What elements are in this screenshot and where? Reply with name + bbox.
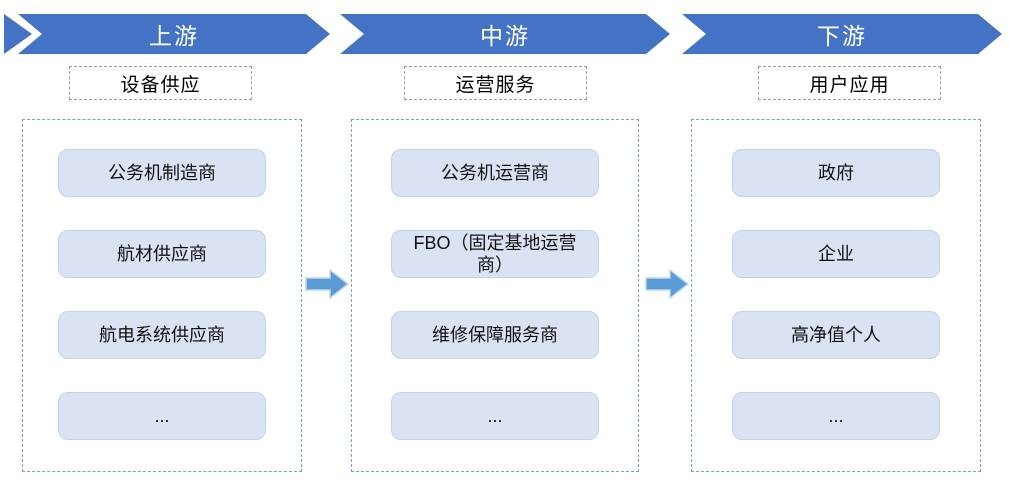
item-box: 政府	[732, 149, 940, 197]
category-label-midstream-text: 运营服务	[455, 74, 536, 96]
item-label: FBO（固定基地运营商）	[413, 233, 577, 275]
item-box: 公务机制造商	[58, 149, 266, 197]
item-box: ...	[391, 392, 599, 440]
item-box: ...	[58, 392, 266, 440]
item-label: ...	[828, 406, 844, 426]
item-box: ...	[732, 392, 940, 440]
item-label: 企业	[818, 244, 854, 264]
banner-upstream-label: 上游	[149, 23, 199, 49]
midstream-items-container: 公务机运营商 FBO（固定基地运营商） 维修保障服务商 ...	[351, 119, 639, 472]
item-label: 维修保障服务商	[432, 325, 558, 345]
item-label: ...	[154, 406, 170, 426]
item-box: 维修保障服务商	[391, 311, 599, 359]
banner-midstream: 中游	[340, 14, 670, 54]
item-label: 政府	[818, 163, 854, 183]
item-box: FBO（固定基地运营商）	[391, 230, 599, 278]
item-box: 公务机运营商	[391, 149, 599, 197]
item-box: 航电系统供应商	[58, 311, 266, 359]
item-box: 企业	[732, 230, 940, 278]
category-label-upstream-text: 设备供应	[120, 74, 201, 96]
item-label: 高净值个人	[791, 325, 881, 345]
banner-midstream-label: 中游	[480, 23, 530, 49]
banner-upstream: 上游	[18, 14, 330, 54]
banner-downstream: 下游	[682, 14, 1002, 54]
item-label: 公务机制造商	[108, 163, 216, 183]
upstream-items-container: 公务机制造商 航材供应商 航电系统供应商 ...	[22, 119, 302, 472]
banner-downstream-label: 下游	[817, 23, 867, 49]
flow-arrow-icon	[305, 268, 349, 300]
item-label: 公务机运营商	[441, 163, 549, 183]
category-label-downstream-text: 用户应用	[809, 74, 890, 96]
item-box: 高净值个人	[732, 311, 940, 359]
item-label: 航材供应商	[117, 244, 207, 264]
category-label-downstream: 用户应用	[758, 66, 941, 100]
category-label-midstream: 运营服务	[404, 66, 587, 100]
item-label: ...	[487, 406, 503, 426]
item-label: 航电系统供应商	[99, 325, 225, 345]
flow-arrow-icon	[645, 268, 689, 300]
category-label-upstream: 设备供应	[69, 66, 252, 100]
item-box: 航材供应商	[58, 230, 266, 278]
downstream-items-container: 政府 企业 高净值个人 ...	[691, 119, 981, 472]
